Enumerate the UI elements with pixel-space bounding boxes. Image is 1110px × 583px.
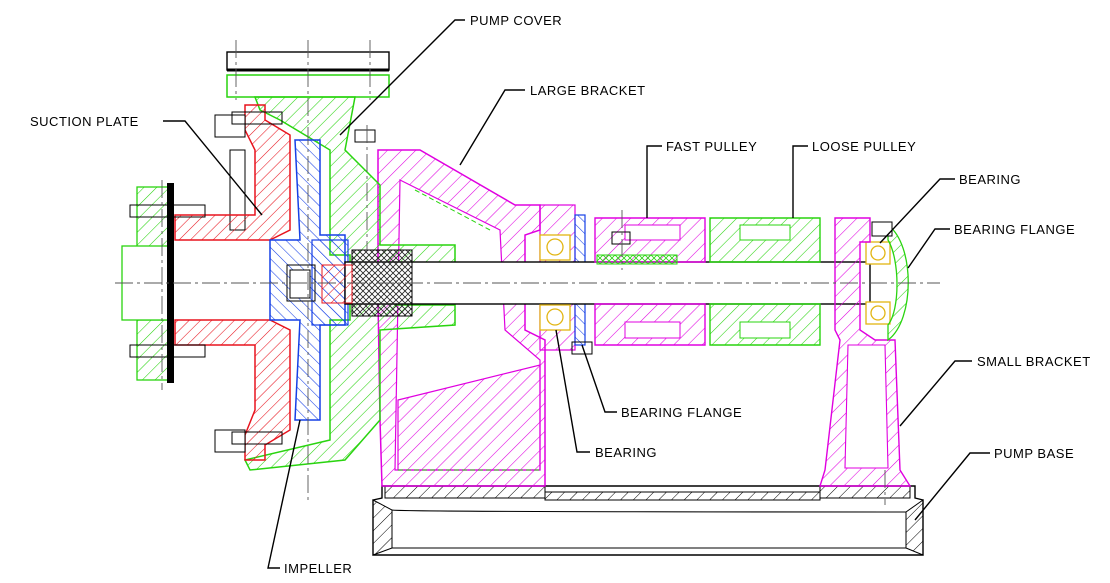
label-small-bracket: SMALL BRACKET: [977, 354, 1091, 369]
label-bearing-flange-right: BEARING FLANGE: [954, 222, 1075, 237]
suction-plate: [174, 104, 291, 461]
fast-pulley: [594, 217, 706, 346]
label-large-bracket: LARGE BRACKET: [530, 83, 646, 98]
label-bearing-right: BEARING: [959, 172, 1021, 187]
center-lines: [115, 40, 940, 505]
label-loose-pulley: LOOSE PULLEY: [812, 139, 916, 154]
pump-base: [372, 485, 924, 556]
bolts: [129, 111, 631, 445]
small-bracket: [819, 217, 912, 487]
loose-pulley: [709, 217, 821, 346]
bearing-center: [539, 234, 571, 331]
labels: PUMP COVER LARGE BRACKET SUCTION PLATE F…: [30, 13, 1091, 576]
label-suction-plate: SUCTION PLATE: [30, 114, 139, 129]
label-pump-base: PUMP BASE: [994, 446, 1074, 461]
label-bearing-center: BEARING: [595, 445, 657, 460]
bearing-right: [865, 241, 891, 325]
leader-lines: [163, 19, 990, 569]
label-impeller: IMPELLER: [284, 561, 352, 576]
label-pump-cover: PUMP COVER: [470, 13, 562, 28]
label-fast-pulley: FAST PULLEY: [666, 139, 757, 154]
label-bearing-flange-center: BEARING FLANGE: [621, 405, 742, 420]
